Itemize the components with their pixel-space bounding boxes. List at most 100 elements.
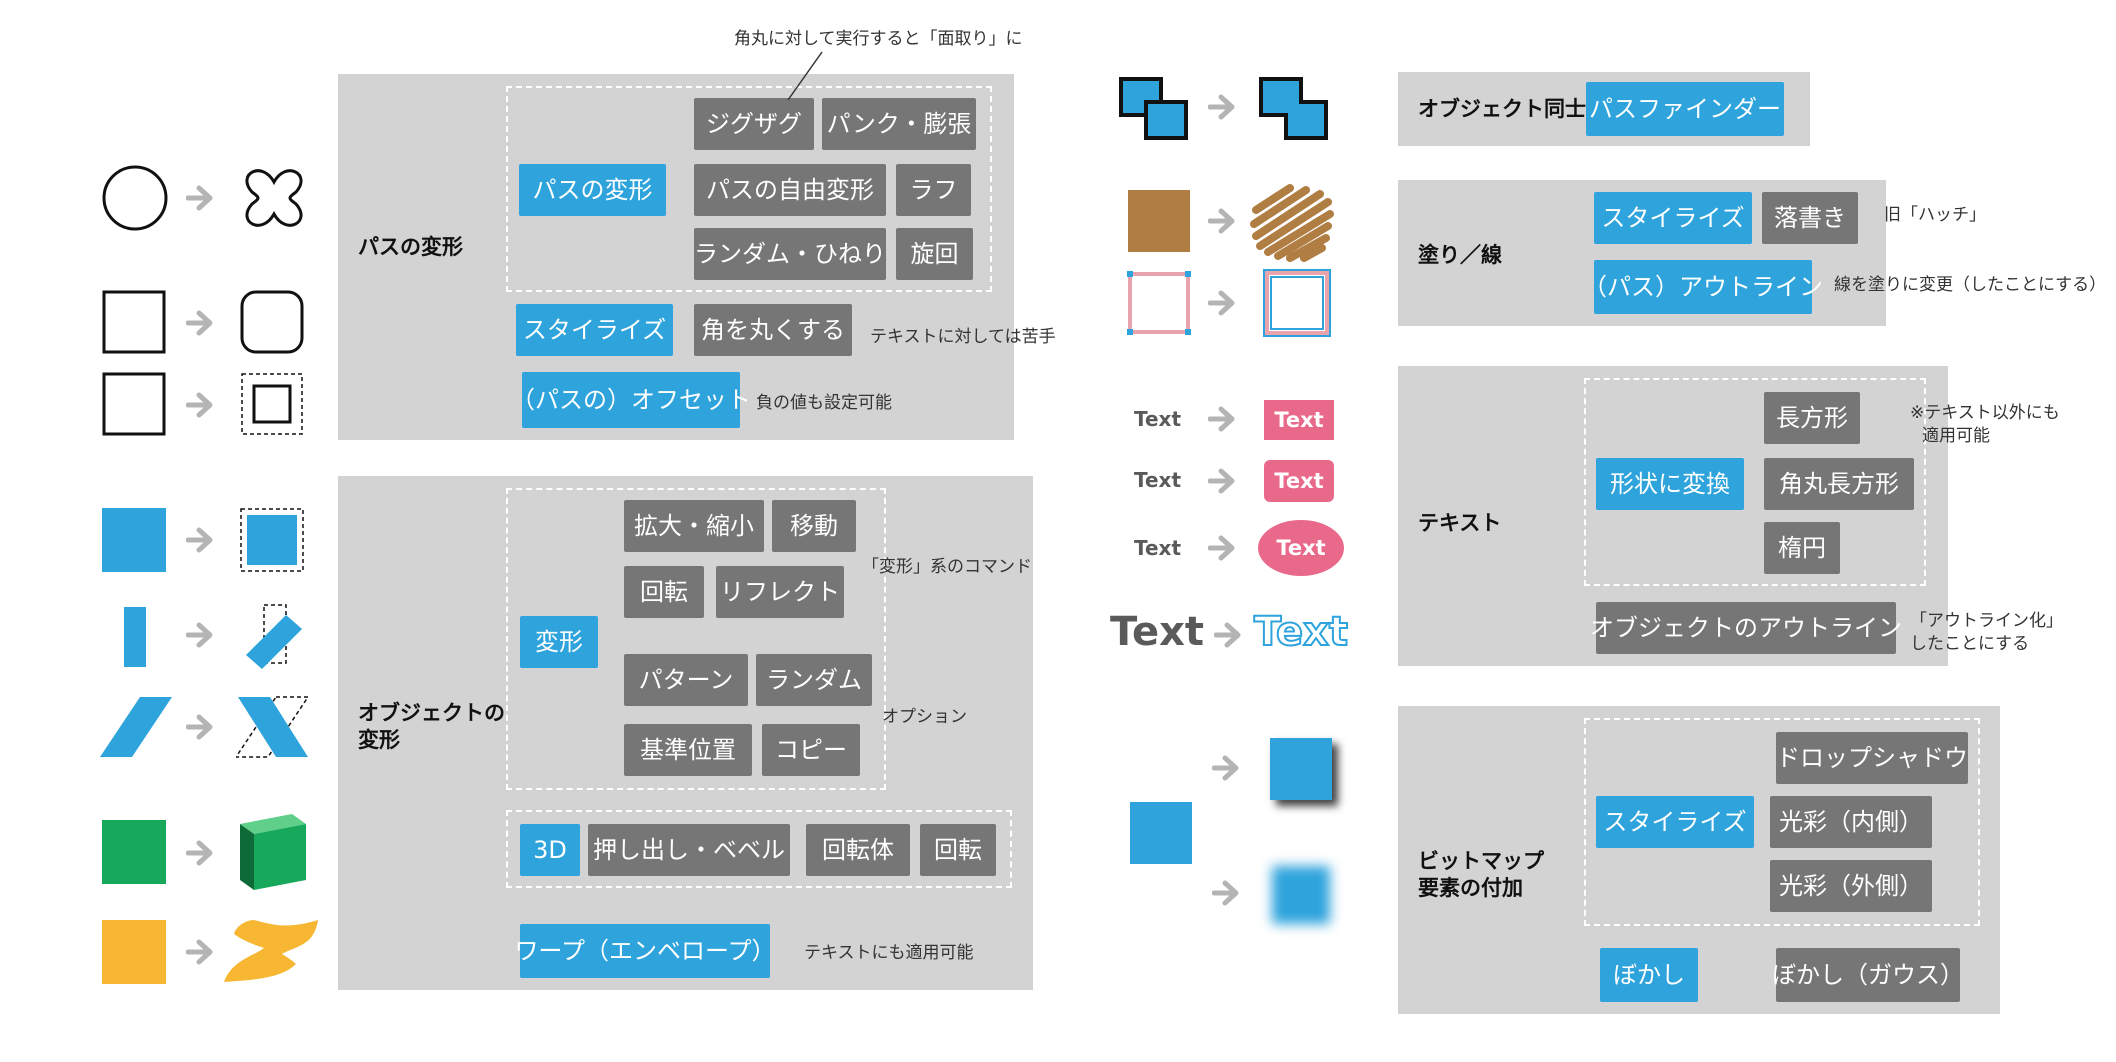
scribble-button[interactable]: 落書き: [1762, 192, 1858, 244]
effect-3d-group: [506, 810, 1012, 888]
arrow-right-icon: [1212, 755, 1239, 781]
arrow-right-icon: [186, 622, 213, 648]
stylize-bitmap-group: [1584, 718, 1980, 926]
square-icon: [102, 290, 166, 354]
revolve-button[interactable]: 回転体: [806, 824, 910, 876]
pattern-button[interactable]: パターン: [624, 654, 748, 706]
rectangle-button[interactable]: 長方形: [1764, 392, 1860, 444]
note-warp-text: テキストにも適用可能: [804, 943, 974, 963]
parallelogram-icon: [100, 697, 172, 757]
overlapping-squares-icon: [1119, 77, 1188, 140]
reference-point-button[interactable]: 基準位置: [624, 724, 752, 776]
cube-3d-icon: [240, 814, 306, 890]
large-sample-text: Text: [1110, 609, 1205, 655]
pathfinder-button[interactable]: パスファインダー: [1586, 82, 1784, 136]
tweak-button[interactable]: ランダム・ひねり: [694, 228, 886, 280]
arrow-right-icon: [186, 185, 213, 211]
move-button[interactable]: 移動: [772, 500, 856, 552]
note-outline-text: 「アウトライン化」 したことにする: [1910, 611, 2063, 654]
note-transform-commands: 「変形」系のコマンド: [862, 557, 1032, 577]
brown-square-icon: [1128, 190, 1190, 252]
3d-button[interactable]: 3D: [520, 824, 580, 876]
ellipse-button[interactable]: 楕円: [1764, 522, 1840, 574]
arrow-right-icon: [186, 310, 213, 336]
arrow-right-icon: [1212, 880, 1239, 906]
pucker-shape-icon: [245, 169, 303, 227]
circle-icon: [102, 165, 168, 231]
outer-glow-button[interactable]: 光彩（外側）: [1770, 860, 1932, 912]
scale-button[interactable]: 拡大・縮小: [624, 500, 764, 552]
drop-shadow-button[interactable]: ドロップシャドウ: [1776, 732, 1968, 784]
arrow-right-icon: [186, 840, 213, 866]
drop-shadow-square-icon: [1270, 738, 1332, 800]
transform-options-group: [506, 488, 886, 790]
yellow-square-icon: [102, 920, 166, 984]
copy-button[interactable]: コピー: [762, 724, 860, 776]
zigzag-button[interactable]: ジグザグ: [694, 98, 814, 150]
square-icon: [102, 372, 166, 436]
note-options: オプション: [882, 707, 967, 727]
stylize-button[interactable]: スタイライズ: [1594, 192, 1752, 244]
blur-button[interactable]: ぼかし: [1600, 948, 1698, 1002]
offset-path-button[interactable]: （パスの）オフセット: [511, 372, 751, 428]
arrow-right-icon: [1208, 535, 1235, 561]
note-hatch: 旧「ハッチ」: [1884, 205, 1986, 225]
pucker-bloat-button[interactable]: パンク・膨張: [822, 98, 976, 150]
offset-square-icon: [241, 373, 303, 435]
outline-object-button[interactable]: オブジェクトのアウトライン: [1590, 602, 1902, 654]
green-square-icon: [102, 820, 166, 884]
callout-line: [787, 51, 823, 101]
blue-square-icon: [102, 508, 166, 572]
convert-to-shape-button[interactable]: 形状に変換: [1596, 458, 1744, 510]
arrow-right-icon: [186, 714, 213, 740]
note-other-objects: ※テキスト以外にも 適用可能: [1910, 403, 2060, 446]
rounded-square-icon: [240, 290, 304, 354]
warp-envelope-button[interactable]: ワープ（エンベロープ）: [514, 924, 776, 978]
panel-label: オブジェクト同士: [1418, 97, 1586, 121]
path-transform-button[interactable]: パスの変形: [519, 164, 666, 216]
pink-outline-square-icon: [1127, 271, 1191, 335]
united-squares-icon: [1259, 77, 1328, 140]
blue-bar-icon: [124, 607, 146, 667]
convert-shape-group: [1584, 378, 1926, 586]
rotate-button[interactable]: 回転: [624, 566, 704, 618]
arrow-right-icon: [1208, 94, 1235, 120]
arrow-right-icon: [1208, 290, 1235, 316]
rounded-rectangle-button[interactable]: 角丸長方形: [1764, 458, 1914, 510]
text-in-rounded-rectangle: Text: [1264, 460, 1334, 502]
gaussian-blur-button[interactable]: ぼかし（ガウス）: [1772, 948, 1964, 1002]
stylize-button[interactable]: スタイライズ: [516, 304, 673, 356]
rotate-3d-button[interactable]: 回転: [920, 824, 996, 876]
arrow-right-icon: [186, 392, 213, 418]
arrow-right-icon: [1208, 208, 1235, 234]
outlined-sample-text: Text: [1253, 609, 1349, 655]
twist-button[interactable]: 旋回: [896, 228, 973, 280]
reflect-button[interactable]: リフレクト: [716, 566, 844, 618]
note-chamfer: 角丸に対して実行すると「面取り」に: [734, 29, 1023, 49]
sample-text: Text: [1134, 407, 1182, 431]
arrow-right-icon: [186, 939, 213, 965]
blurred-square-icon: [1272, 866, 1330, 924]
path-transform-group: [506, 86, 992, 292]
rotated-bar-icon: [246, 604, 302, 669]
inner-glow-button[interactable]: 光彩（内側）: [1770, 796, 1932, 848]
roughen-button[interactable]: ラフ: [896, 164, 971, 216]
stylize-button[interactable]: スタイライズ: [1596, 796, 1754, 848]
random-button[interactable]: ランダム: [756, 654, 872, 706]
arrow-right-icon: [186, 527, 213, 553]
extrude-bevel-button[interactable]: 押し出し・ベベル: [588, 824, 790, 876]
panel-label: テキスト: [1418, 511, 1502, 535]
panel-label: パスの変形: [358, 235, 463, 259]
note-outline-stroke: 線を塗りに変更（したことにする）: [1834, 275, 2107, 295]
panel-label: オブジェクトの 変形: [358, 701, 505, 753]
panel-label: 塗り／線: [1418, 243, 1502, 267]
round-corners-button[interactable]: 角を丸くする: [694, 304, 852, 356]
text-in-rectangle: Text: [1264, 400, 1334, 440]
scaled-square-icon: [240, 508, 304, 572]
arrow-right-icon: [1208, 468, 1235, 494]
scribble-icon: [1250, 184, 1334, 262]
free-distort-button[interactable]: パスの自由変形: [694, 164, 886, 216]
outline-stroke-button[interactable]: （パス）アウトライン: [1583, 260, 1823, 314]
transform-button[interactable]: 変形: [520, 616, 598, 668]
warped-shape-icon: [224, 920, 318, 982]
